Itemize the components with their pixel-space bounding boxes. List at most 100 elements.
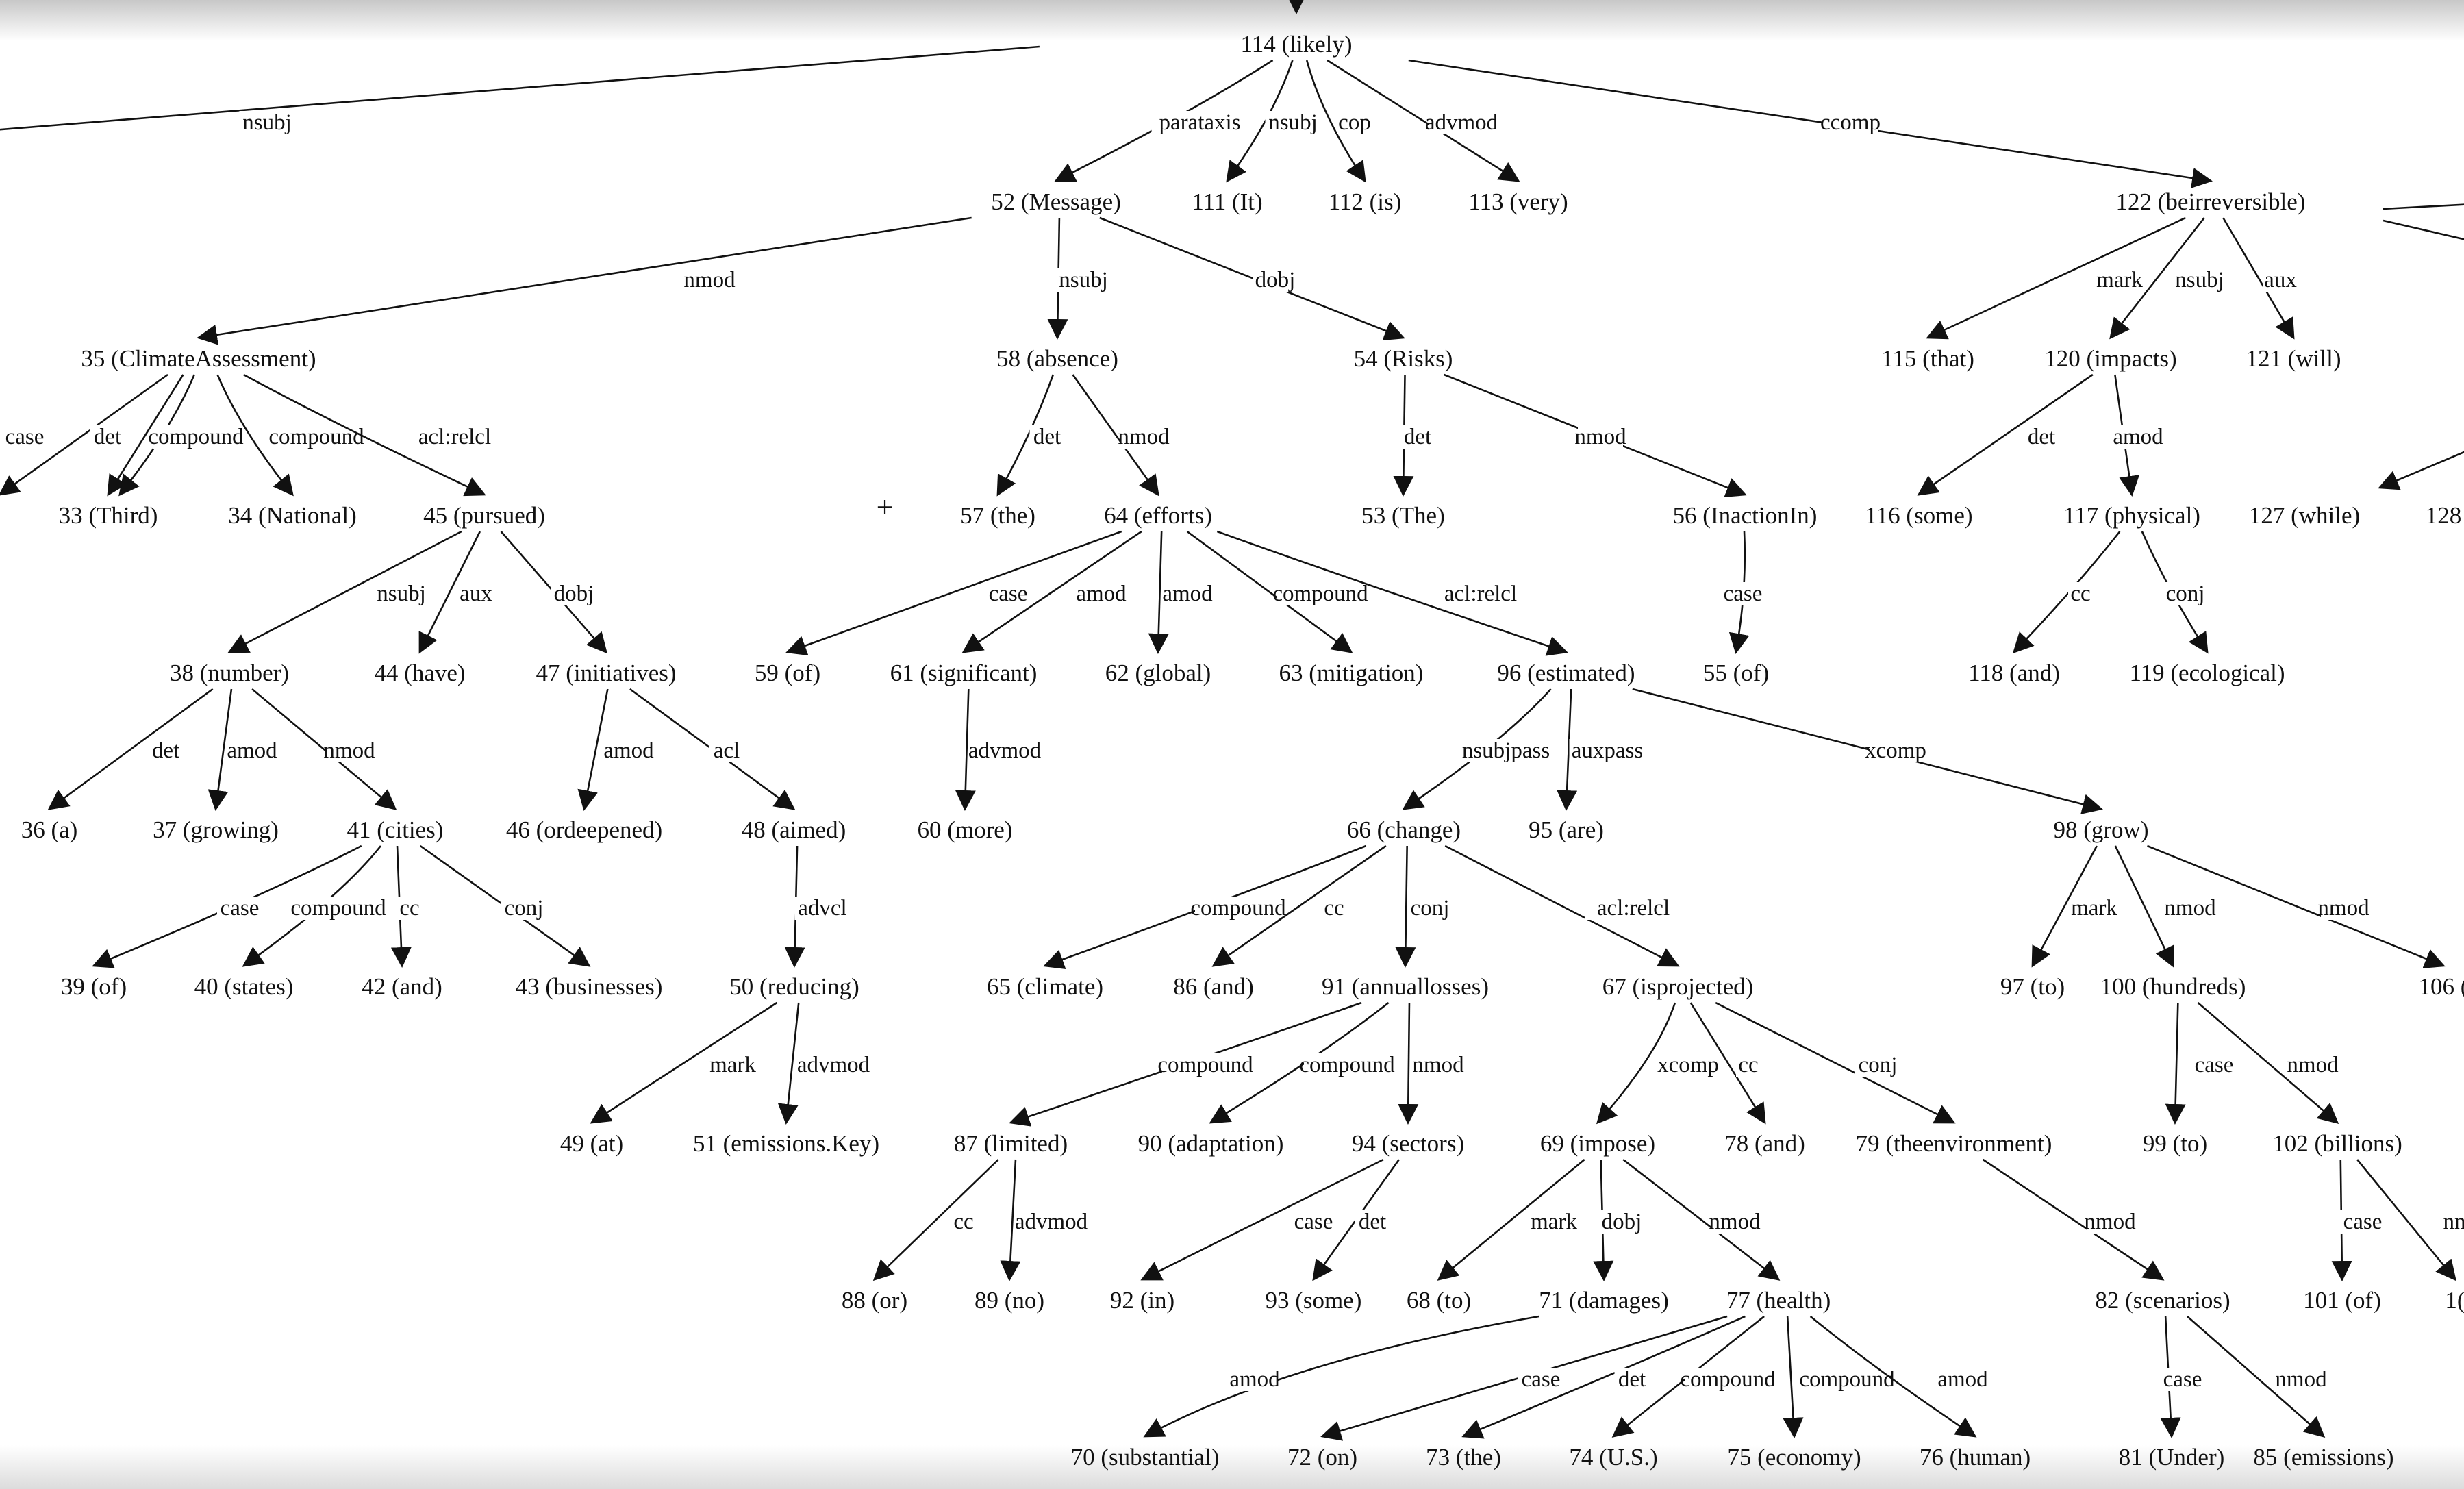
edge-label-dobj: dobj [1602, 1210, 1642, 1234]
tree-node-75: 75 (economy) [1727, 1444, 1861, 1471]
tree-node-93: 93 (some) [1266, 1287, 1362, 1314]
tree-node-88: 88 (or) [842, 1287, 907, 1314]
tree-node-92: 92 (in) [1110, 1287, 1174, 1314]
tree-node-86: 86 (and) [1173, 973, 1254, 1000]
edge-label-dobj: dobj [1255, 268, 1296, 292]
edge-label-background [1868, 739, 1924, 762]
edge-label-nmod: nmod [2084, 1210, 2136, 1234]
dependency-arc [47, 688, 214, 810]
dependency-arc [243, 373, 486, 497]
dependency-arc [1444, 844, 1680, 967]
tree-node-67: 67 (isprojected) [1602, 973, 1754, 1000]
tree-node-38: 38 (number) [170, 660, 289, 686]
edge-label-det: det [2028, 425, 2055, 449]
edge-label-xcomp: xcomp [1657, 1053, 1719, 1077]
dependency-arc [1395, 845, 1416, 968]
edge-label-advmod: advmod [797, 1053, 870, 1077]
dependency-arc [1715, 1001, 1956, 1124]
tree-node-36: 36 (a) [21, 816, 78, 843]
tree-node-77: 77 (health) [1726, 1287, 1831, 1314]
edge-label-background [1569, 739, 1646, 762]
edge-label-background [373, 582, 429, 605]
dependency-arc [1148, 531, 1169, 654]
edge-label-background [2160, 1368, 2205, 1391]
edge-label-aclrelcl: acl:relcl [418, 425, 491, 449]
edge-label-background [90, 425, 125, 449]
edge-label-background [295, 897, 381, 920]
tree-node-120: 120 (impacts) [2044, 345, 2176, 372]
tree-node-50: 50 (reducing) [729, 973, 859, 1000]
edge-label-background [2442, 1210, 2464, 1234]
tree-node-54: 54 (Risks) [1354, 345, 1453, 372]
edge-label-amod: amod [1937, 1367, 1988, 1392]
edge-label-nsubjpass: nsubjpass [1462, 738, 1550, 763]
tree-node-90: 90 (adaptation) [1138, 1130, 1284, 1157]
tree-node-34: 34 (National) [228, 502, 357, 529]
edge-label-mark: mark [1531, 1210, 1577, 1234]
edge-label-background [239, 111, 295, 134]
edge-label-acl: acl [714, 738, 740, 763]
dependency-arc [208, 688, 233, 811]
dependency-arc [1398, 1002, 1419, 1125]
edge-label-det: det [94, 425, 121, 449]
edge-label-advmod: advmod [1015, 1210, 1088, 1234]
top-shadow [0, 0, 2464, 41]
edge-label-cop: cop [1338, 110, 1371, 135]
tree-node-10x: 1( [2445, 1287, 2464, 1314]
dependency-arc [872, 1159, 999, 1281]
tree-node-89: 89 (no) [975, 1287, 1044, 1314]
dependency-arc [2114, 845, 2174, 968]
edge-label-compound: compound [1272, 581, 1368, 606]
dependency-arc [251, 688, 397, 810]
tree-node-61: 61 (significant) [890, 660, 1038, 686]
edge-label-compound: compound [1157, 1053, 1253, 1077]
edge-label-background [1429, 111, 1494, 134]
edge-label-background [458, 582, 494, 605]
edge-label-background [1079, 582, 1124, 605]
tree-node-118: 118 (and) [1968, 660, 2060, 686]
dependency-arc [996, 374, 1055, 497]
tree-node-100: 100 (hundreds) [2100, 973, 2246, 1000]
dependency-arc [1632, 688, 2103, 814]
dependency-arc [2165, 1002, 2186, 1125]
edge-label-background [1322, 897, 1346, 920]
edge-label-nn: nn [2443, 1210, 2464, 1234]
dependency-arc [1072, 374, 1159, 497]
edge-label-background [2, 425, 47, 449]
tree-node-81: 81 (Under) [2119, 1444, 2225, 1471]
tree-node-76: 76 (human) [1920, 1444, 2031, 1471]
dependency-arc [1689, 1002, 1766, 1125]
bottom-shadow [0, 1445, 2464, 1489]
offscreen-arc [2383, 203, 2464, 210]
edge-label-background [501, 897, 546, 920]
dependency-arc [1140, 1158, 1384, 1281]
tree-node-97: 97 (to) [2000, 973, 2065, 1000]
edge-label-background [1277, 582, 1363, 605]
edge-label-aux: aux [460, 581, 492, 606]
tree-node-57: 57 (the) [960, 502, 1035, 529]
edge-label-background [1614, 1368, 1650, 1391]
tree-node-49: 49 (at) [560, 1130, 623, 1157]
edge-label-background [1029, 425, 1065, 449]
edge-label-background [1518, 1368, 1563, 1391]
edge-label-dobj: dobj [554, 581, 594, 606]
edge-label-amod: amod [2113, 425, 2163, 449]
node-layer: 114 (likely)52 (Message)111 (It)112 (is)… [21, 31, 2464, 1471]
edge-label-background [2163, 582, 2208, 605]
edge-label-auxpass: auxpass [1572, 738, 1643, 763]
edge-label-case: case [221, 896, 260, 921]
edge-label-cc: cc [1738, 1053, 1758, 1077]
dependency-arc [2031, 845, 2098, 968]
tree-node-87: 87 (limited) [954, 1130, 1068, 1157]
tree-node-52: 52 (Message) [991, 188, 1121, 215]
edge-label-nmod: nmod [2275, 1367, 2327, 1392]
edge-label-nsubj: nsubj [1059, 268, 1108, 292]
dependency-arc [2197, 1002, 2339, 1124]
dependency-arc [777, 1002, 800, 1125]
tree-node-51: 51 (emissions.Key) [693, 1130, 879, 1157]
edge-label-nsubj: nsubj [2175, 268, 2224, 292]
edge-label-compound: compound [1299, 1053, 1395, 1077]
tree-node-98: 98 (grow) [2054, 816, 2149, 843]
edge-label-nmod: nmod [323, 738, 375, 763]
edge-label-background [406, 425, 503, 449]
